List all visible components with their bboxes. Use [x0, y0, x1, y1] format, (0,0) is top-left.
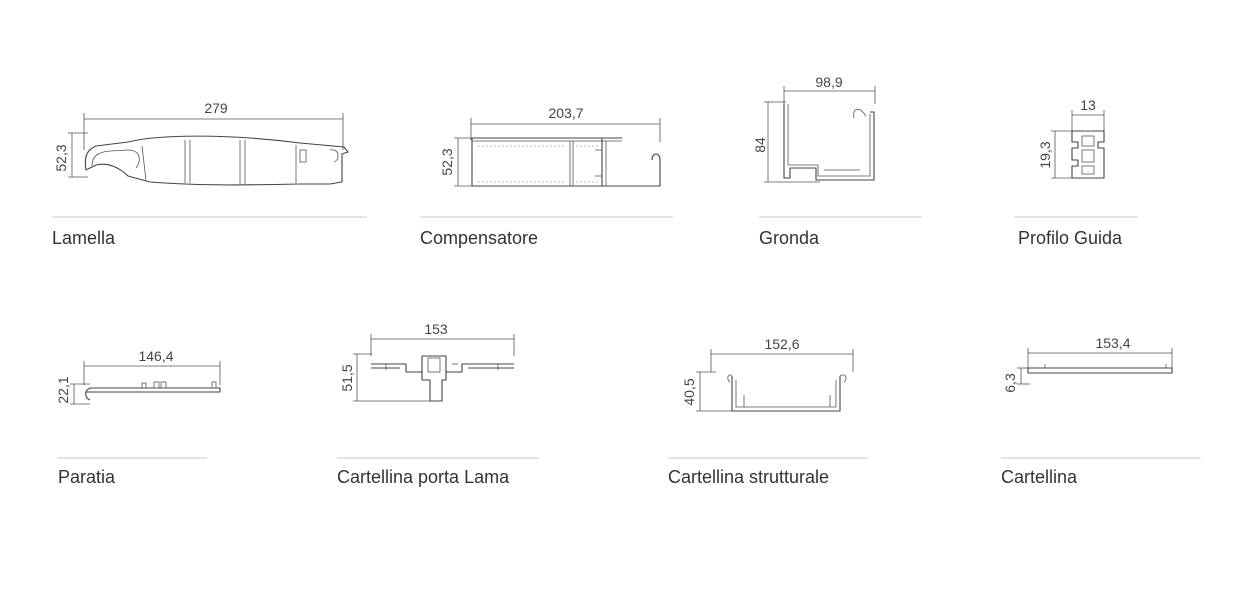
strutturale-height-label: 40,5 [681, 378, 697, 405]
cartellina-width-label: 153,4 [1095, 335, 1130, 351]
paratia-height-label: 22,1 [55, 376, 71, 403]
paratia-width-label: 146,4 [138, 348, 173, 364]
gronda-height-label: 84 [752, 137, 768, 153]
cartellina-height-label: 6,3 [1002, 373, 1018, 393]
cartellina-shape [1027, 364, 1173, 374]
lamella-shape [84, 135, 349, 186]
profile-paratia: 146,4 22,1 [55, 348, 221, 405]
profile-compensatore: 203,7 52,3 [439, 105, 661, 187]
gronda-width-label: 98,9 [815, 74, 842, 90]
compensatore-width-label: 203,7 [548, 105, 583, 121]
guida-height-label: 19,3 [1037, 141, 1053, 168]
lamella-width-label: 279 [204, 100, 228, 116]
compensatore-caption: Compensatore [420, 228, 538, 248]
profile-cartellina-strutturale: 152,6 40,5 [681, 336, 854, 412]
guida-width-label: 13 [1080, 97, 1096, 113]
strutturale-caption: Cartellina strutturale [668, 467, 829, 487]
profile-gronda: 98,9 84 [752, 74, 876, 183]
strutturale-width-label: 152,6 [764, 336, 799, 352]
cartellina-caption: Cartellina [1001, 467, 1078, 487]
profile-guida: 13 19,3 [1037, 97, 1105, 179]
porta-lama-width-label: 153 [424, 321, 448, 337]
paratia-shape [85, 381, 221, 401]
porta-lama-caption: Cartellina porta Lama [337, 467, 510, 487]
compensatore-shape [471, 137, 661, 187]
lamella-caption: Lamella [52, 228, 116, 248]
porta-lama-shape [371, 355, 514, 402]
profile-lamella: 279 52,3 [53, 100, 349, 186]
profile-cartellina: 153,4 6,3 [1002, 335, 1173, 393]
gronda-caption: Gronda [759, 228, 820, 248]
gronda-shape [783, 104, 875, 181]
compensatore-height-label: 52,3 [439, 148, 455, 175]
strutturale-shape [727, 374, 847, 412]
profile-cartellina-porta-lama: 153 51,5 [339, 321, 515, 402]
lamella-height-label: 52,3 [53, 144, 69, 171]
guida-caption: Profilo Guida [1018, 228, 1123, 248]
paratia-caption: Paratia [58, 467, 116, 487]
porta-lama-height-label: 51,5 [339, 364, 355, 391]
guida-shape [1071, 130, 1105, 179]
